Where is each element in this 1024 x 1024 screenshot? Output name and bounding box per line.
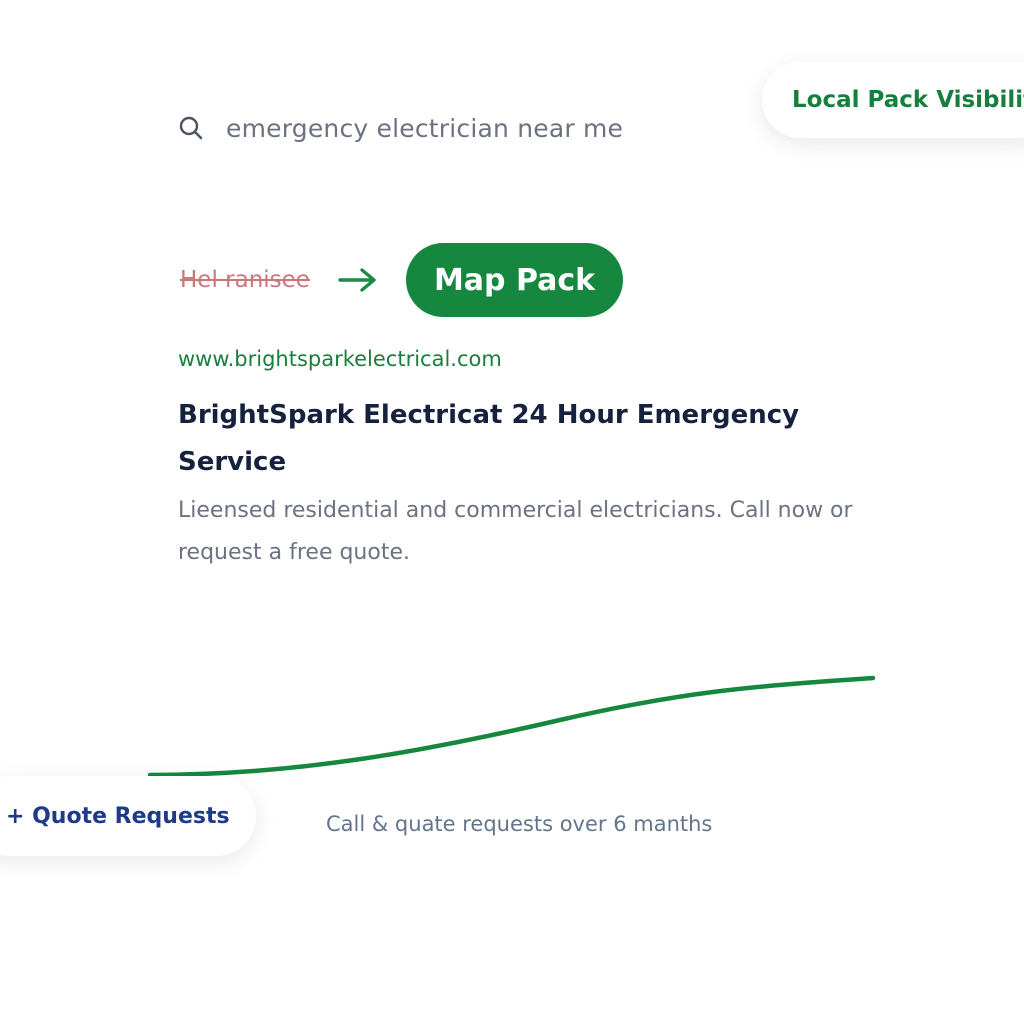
search-query[interactable]: emergency electrician near me (226, 113, 624, 143)
quote-requests-label: + Quote Requests (6, 803, 230, 829)
old-ranking-label: Hel ranisee (180, 267, 310, 293)
quote-requests-badge: + Quote Requests (0, 776, 256, 856)
map-pack-badge: Map Pack (405, 243, 624, 317)
growth-trend-line (147, 675, 876, 778)
chart-caption: Call & quate requests over 6 manths (326, 812, 713, 836)
search-bar[interactable]: emergency electrician near me (178, 108, 623, 148)
arrow-right-icon (338, 265, 378, 295)
result-url[interactable]: www.brightsparkelectrical.com (178, 347, 502, 371)
local-pack-visibility-label: Local Pack Visibilit (792, 87, 1024, 113)
map-pack-label: Map Pack (433, 262, 596, 298)
result-title[interactable]: BrightSpark Electricat 24 Hour Emergency… (178, 400, 800, 477)
result-snippet: Lieensed residential and commercial elec… (178, 498, 853, 565)
search-icon (178, 115, 204, 141)
ranking-transform: Hel ranisee Map Pack (180, 243, 624, 317)
growth-curve (147, 675, 876, 778)
local-pack-visibility-badge: Local Pack Visibilit (762, 62, 1024, 138)
